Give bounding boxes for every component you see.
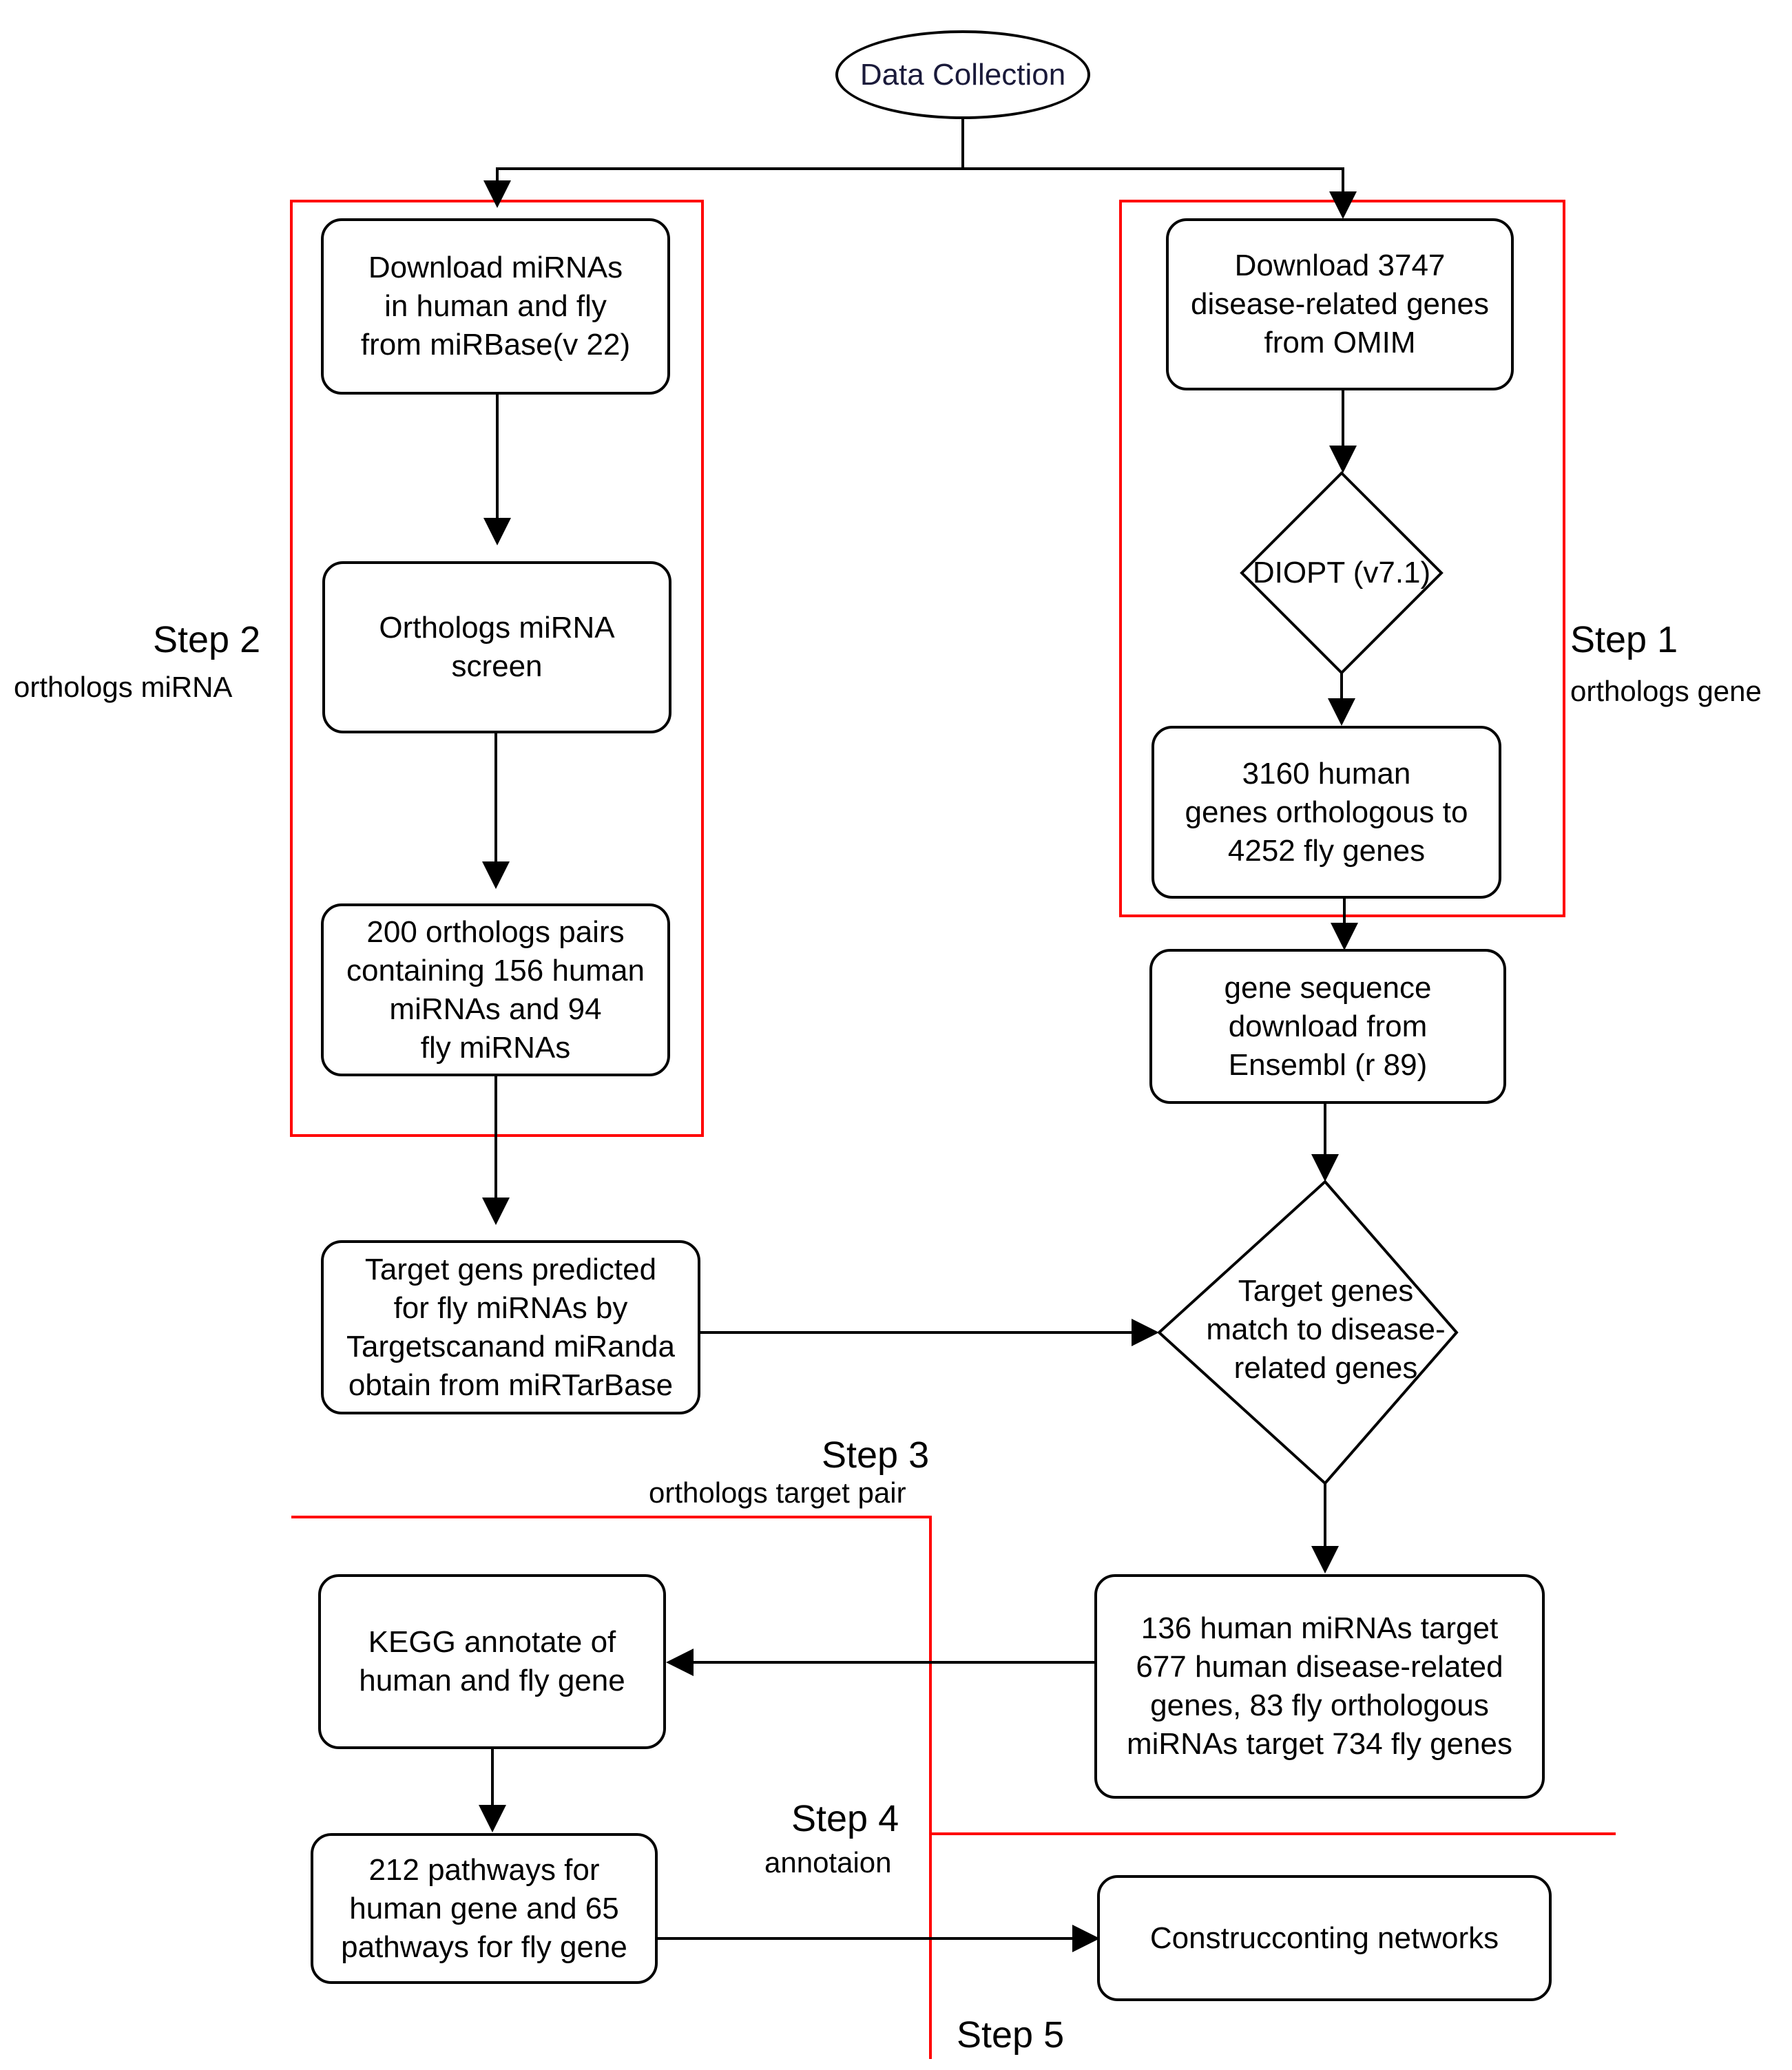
- step4-title: Step 4: [791, 1798, 899, 1839]
- target-match-label: Target genes match to disease- related g…: [1206, 1274, 1446, 1385]
- diopt-label: DIOPT (v7.1): [1252, 556, 1431, 589]
- target-predicted-node: Target gens predicted for fly miRNAs by …: [321, 1240, 700, 1414]
- arrow-to-download-mirnas: [483, 167, 963, 208]
- step2-title: Step 2: [153, 619, 261, 660]
- arrow-to-download-genes: [963, 167, 1357, 219]
- download-genes-node: Download 3747 disease-related genes from…: [1166, 218, 1514, 390]
- ortholog-pairs-node: 200 orthologs pairs containing 156 human…: [321, 903, 670, 1076]
- kegg-annotate-node: KEGG annotate of human and fly gene: [318, 1574, 666, 1749]
- step1-title: Step 1: [1570, 619, 1678, 660]
- data-collection-node: Data Collection: [835, 30, 1090, 119]
- pathways-node: 212 pathways for human gene and 65 pathw…: [311, 1833, 658, 1984]
- download-mirnas-node: Download miRNAs in human and fly from mi…: [321, 218, 670, 395]
- step3-subtitle: orthologs target pair: [649, 1476, 906, 1509]
- human-genes-node: 3160 human genes orthologous to 4252 fly…: [1152, 726, 1501, 899]
- step1-subtitle: orthologs gene: [1570, 675, 1762, 707]
- networks-node: Construcconting networks: [1097, 1875, 1552, 2001]
- step2-subtitle: orthologs miRNA: [14, 671, 233, 703]
- step3-title: Step 3: [822, 1434, 930, 1476]
- gene-sequence-node: gene sequence download from Ensembl (r 8…: [1149, 949, 1506, 1104]
- step5-title: Step 5: [957, 2014, 1065, 2056]
- orthologs-screen-node: Orthologs miRNA screen: [322, 561, 671, 733]
- step4-subtitle: annotaion: [764, 1846, 892, 1879]
- step3-divider-line: [291, 1516, 932, 2059]
- mirnas-target-node: 136 human miRNAs target 677 human diseas…: [1094, 1574, 1545, 1799]
